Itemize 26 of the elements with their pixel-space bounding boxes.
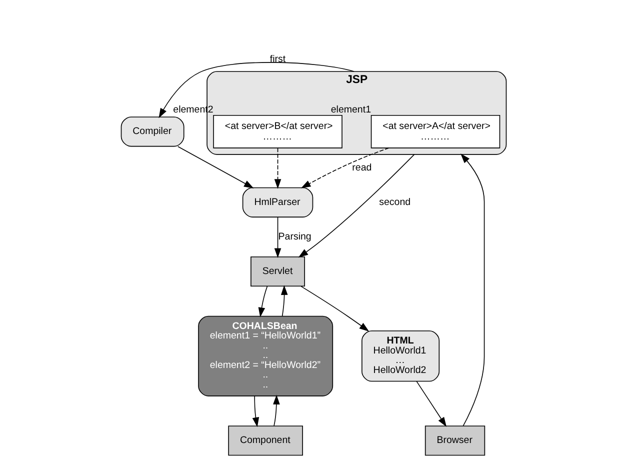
arrow	[416, 380, 447, 427]
arrow	[460, 154, 485, 426]
edge-label: Parsing	[278, 231, 312, 242]
node-box: HTML HelloWorld1 … HelloWorld2	[362, 330, 440, 382]
arrow	[280, 285, 288, 316]
node-box: Compiler	[120, 116, 184, 147]
arrow	[252, 396, 260, 428]
arrow	[300, 148, 390, 188]
node-box: HmlParser	[242, 187, 314, 218]
node-box: Browser	[424, 426, 486, 456]
arrow	[274, 148, 282, 189]
arrow	[258, 286, 268, 318]
node-box: <at server>A</at server> ………	[370, 115, 500, 148]
arrow	[177, 146, 254, 188]
node-box: COHALSBean element1 = “HelloWorld1” .. .. element2 = “HelloWorld2” .. ..	[198, 316, 334, 396]
arrow	[298, 154, 415, 258]
edge-label: read	[352, 162, 372, 174]
node-box: Servlet	[250, 256, 305, 287]
arrow	[300, 286, 370, 332]
arrow	[274, 216, 282, 258]
node-box: <at server>B</at server> ………	[213, 115, 342, 148]
edge-label: second	[379, 196, 411, 208]
node-box: Component	[228, 426, 303, 456]
arrow	[273, 394, 280, 426]
arrow	[158, 62, 354, 118]
node-label: element1	[330, 104, 371, 116]
